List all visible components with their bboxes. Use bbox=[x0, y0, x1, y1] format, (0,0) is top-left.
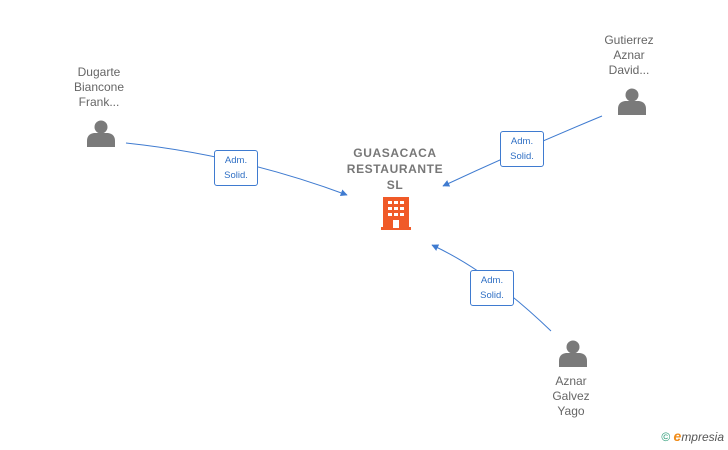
building-icon[interactable] bbox=[381, 197, 411, 230]
edge-label-gutierrez: Adm. Solid. bbox=[500, 131, 544, 167]
person-icon[interactable] bbox=[87, 120, 115, 148]
person-icon[interactable] bbox=[618, 88, 646, 116]
empresia-logo[interactable]: © empresia bbox=[661, 428, 724, 444]
edge-label-aznar: Adm. Solid. bbox=[470, 270, 514, 306]
person-name-aznar[interactable]: Aznar Galvez Yago bbox=[552, 374, 590, 418]
person-name-gutierrez[interactable]: Gutierrez Aznar David... bbox=[604, 33, 654, 77]
company-name[interactable]: GUASACACA RESTAURANTE SL bbox=[346, 146, 444, 192]
person-icon[interactable] bbox=[559, 340, 587, 368]
copyright-symbol: © bbox=[661, 430, 671, 444]
brand-name: mpresia bbox=[681, 430, 724, 444]
person-name-dugarte[interactable]: Dugarte Biancone Frank... bbox=[73, 65, 125, 109]
brand-initial: e bbox=[673, 428, 682, 444]
edge-label-dugarte: Adm. Solid. bbox=[214, 150, 258, 186]
